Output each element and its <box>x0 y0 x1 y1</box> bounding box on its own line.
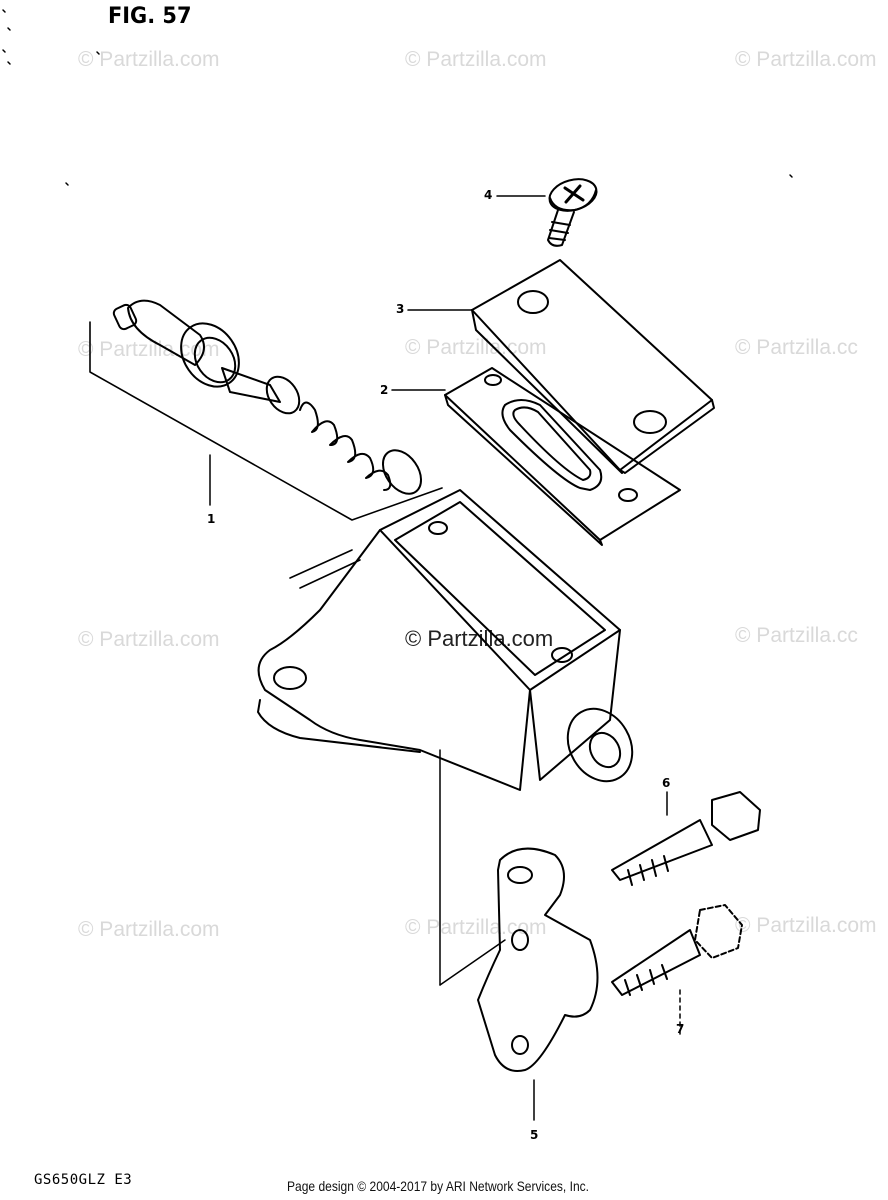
callout-5: 5 <box>530 1128 539 1142</box>
scan-specks <box>2 9 793 186</box>
watermark: © Partzilla.com <box>78 48 220 71</box>
callout-6: 6 <box>662 776 671 790</box>
figure-title: FIG. 57 <box>108 4 192 29</box>
diaphragm-part-2 <box>444 367 681 546</box>
watermark: © Partzilla.com <box>735 48 877 71</box>
bolt-part-6 <box>611 791 761 886</box>
callout-4: 4 <box>484 188 493 202</box>
watermark: © Partzilla.com <box>735 914 877 937</box>
callout-3: 3 <box>396 302 405 316</box>
watermark: © Partzilla.cc <box>735 624 858 647</box>
watermark: © Partzilla.com <box>78 918 220 941</box>
watermark: © Partzilla.com <box>405 48 547 71</box>
callout-7: 7 <box>676 1022 685 1036</box>
watermark: © Partzilla.cc <box>735 336 858 359</box>
cap-part-3 <box>471 259 715 474</box>
callout-2: 2 <box>380 383 389 397</box>
watermark-center: © Partzilla.com <box>405 626 554 651</box>
watermark: © Partzilla.com <box>78 338 220 361</box>
watermark: © Partzilla.com <box>78 628 220 651</box>
clamp-part-5 <box>439 749 599 1121</box>
callout-1: 1 <box>207 512 216 526</box>
model-code: GS650GLZ E3 <box>34 1172 133 1188</box>
screw-part-4 <box>547 178 598 247</box>
copyright-text: Page design © 2004-2017 by ARI Network S… <box>287 1178 590 1194</box>
master-cylinder-body <box>257 489 634 791</box>
piston-part-1 <box>89 299 443 521</box>
bolt-part-7 <box>611 904 743 1036</box>
